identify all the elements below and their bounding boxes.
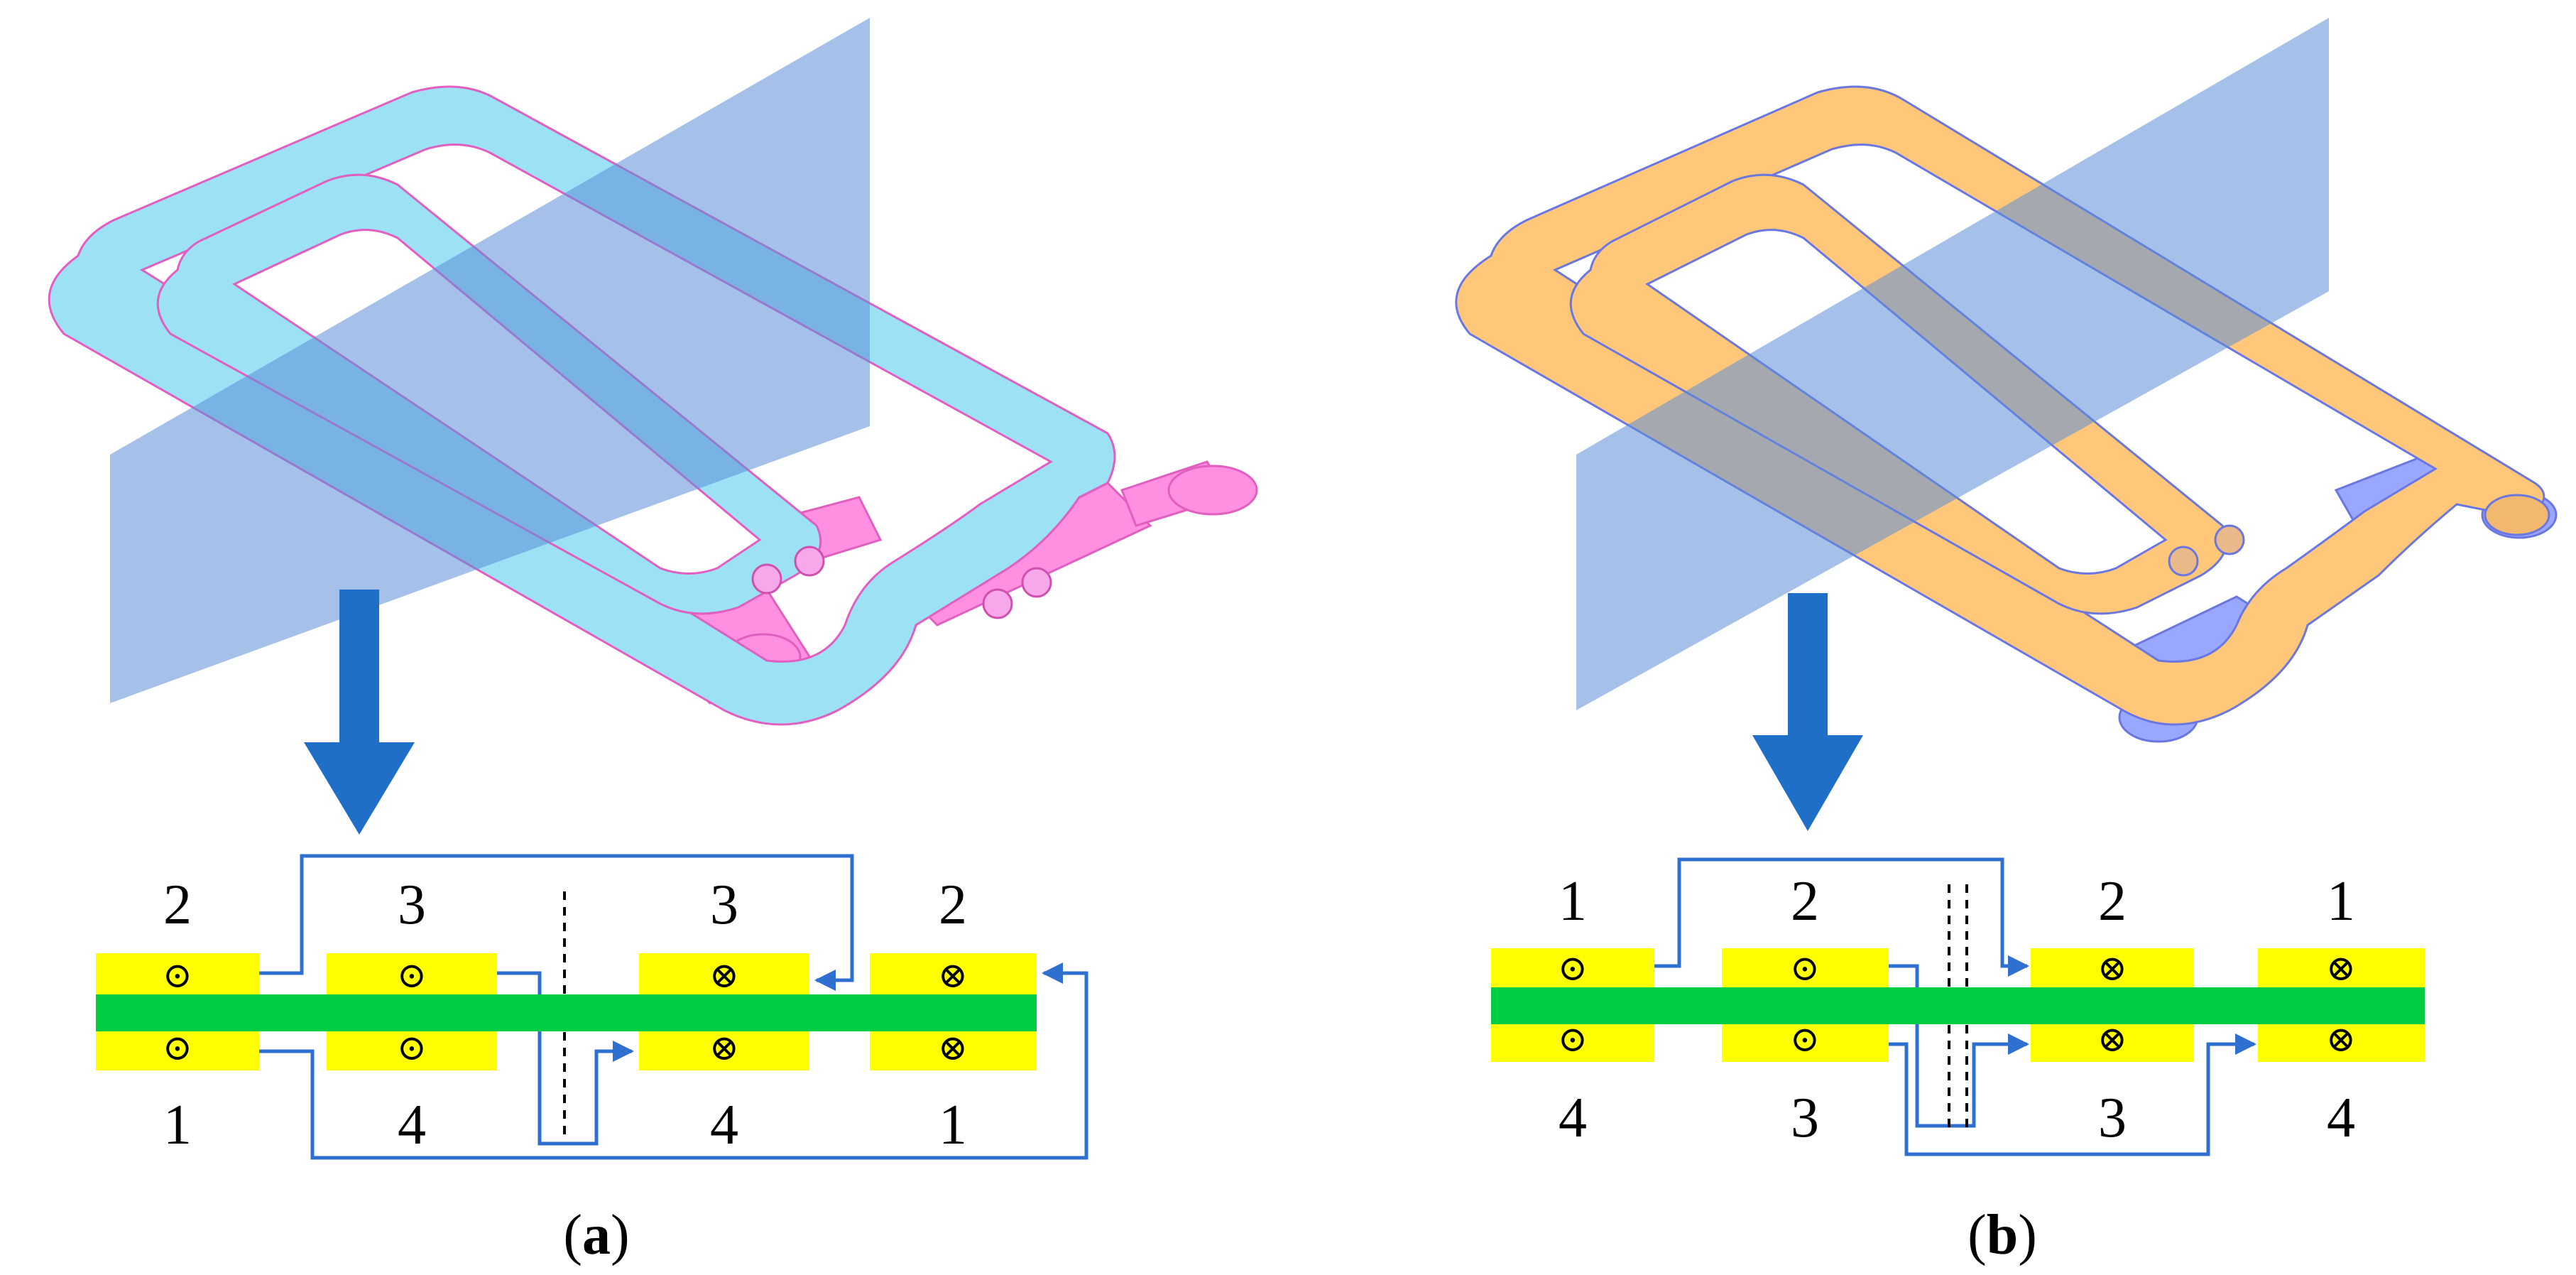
panel-b-bottom-label: 4 [1559, 1087, 1587, 1149]
panel-a-bottom-label: 4 [710, 1094, 738, 1156]
panel-a-top-label: 2 [939, 874, 967, 936]
panel-b-bottom-label: 3 [1791, 1087, 1819, 1149]
panel-a-3d-coil [48, 18, 1258, 835]
panel-a-down-arrow [304, 590, 415, 835]
panel-b-bottom-symbol: ⊙ [1790, 1019, 1820, 1059]
panel-b-labels: 1 2 2 1 4 3 3 4 [1559, 870, 2355, 1149]
panel-a-top-label: 3 [710, 874, 738, 936]
panel-b-down-arrow [1752, 593, 1863, 831]
panel-a-top-symbol: ⊗ [938, 955, 968, 995]
panel-a-top-symbol: ⊗ [709, 955, 739, 995]
panel-b-cutting-plane [1576, 18, 2329, 710]
panel-a-bottom-symbol: ⊗ [709, 1028, 739, 1068]
panel-b-top-label: 2 [2098, 870, 2127, 933]
panel-b-vias [2168, 494, 2550, 577]
panel-b-caption: (b) [1968, 1204, 2037, 1266]
panel-a-labels: 2 3 3 2 1 4 4 1 [163, 874, 967, 1156]
panel-a-bottom-label: 1 [939, 1094, 967, 1156]
panel-a-bottom-label: 4 [398, 1094, 426, 1156]
panel-b-cross-section: ⊙ ⊙ ⊗ ⊗ ⊙ ⊙ ⊗ ⊗ 1 2 2 1 4 3 3 4 (b) [1491, 857, 2425, 1266]
panel-a-bottom-symbol: ⊙ [163, 1028, 192, 1068]
panel-b-top-symbol: ⊙ [1558, 948, 1588, 988]
panel-a-top-symbol: ⊙ [397, 955, 427, 995]
panel-a-bottom-symbol: ⊙ [397, 1028, 427, 1068]
panel-b-top-label: 1 [2327, 870, 2355, 933]
panel-b-wiring [1654, 857, 2256, 1156]
panel-a-wiring [259, 854, 1088, 1160]
panel-a-symbols: ⊙ ⊙ ⊗ ⊗ ⊙ ⊙ ⊗ ⊗ [163, 955, 968, 1068]
panel-b-core [1491, 987, 2425, 1024]
panel-a-cross-section: ⊙ ⊙ ⊗ ⊗ ⊙ ⊙ ⊗ ⊗ 2 3 3 2 1 4 4 1 (a) [96, 854, 1088, 1266]
panel-a-bottom-symbol: ⊗ [938, 1028, 968, 1068]
panel-a-cutting-plane [110, 18, 870, 703]
panel-b-top-label: 1 [1559, 870, 1587, 933]
panel-b-bottom-symbol: ⊗ [2326, 1019, 2356, 1059]
panel-a-caption: (a) [563, 1204, 629, 1266]
panel-a-core [96, 994, 1037, 1031]
panel-a-top-label: 2 [163, 874, 192, 936]
panel-b-bottom-label: 4 [2327, 1087, 2355, 1149]
panel-b-symmetry-lines [1948, 884, 1968, 1129]
panel-a-bottom-label: 1 [163, 1094, 192, 1156]
panel-b-top-label: 2 [1791, 870, 1819, 933]
panel-b-bottom-symbol: ⊗ [2097, 1019, 2127, 1059]
panel-b-3d-coil [1455, 18, 2558, 831]
panel-b-top-symbol: ⊗ [2097, 948, 2127, 988]
panel-b-bottom-symbol: ⊙ [1558, 1019, 1588, 1059]
panel-b-symbols: ⊙ ⊙ ⊗ ⊗ ⊙ ⊙ ⊗ ⊗ [1558, 948, 2356, 1059]
panel-b-pads [1491, 948, 2425, 1062]
panel-b-top-symbol: ⊗ [2326, 948, 2356, 988]
panel-a-vias [751, 546, 1052, 619]
panel-a-top-label: 3 [398, 874, 426, 936]
panel-a-top-symbol: ⊙ [163, 955, 192, 995]
panel-b-top-symbol: ⊙ [1790, 948, 1820, 988]
panel-b-bottom-label: 3 [2098, 1087, 2127, 1149]
